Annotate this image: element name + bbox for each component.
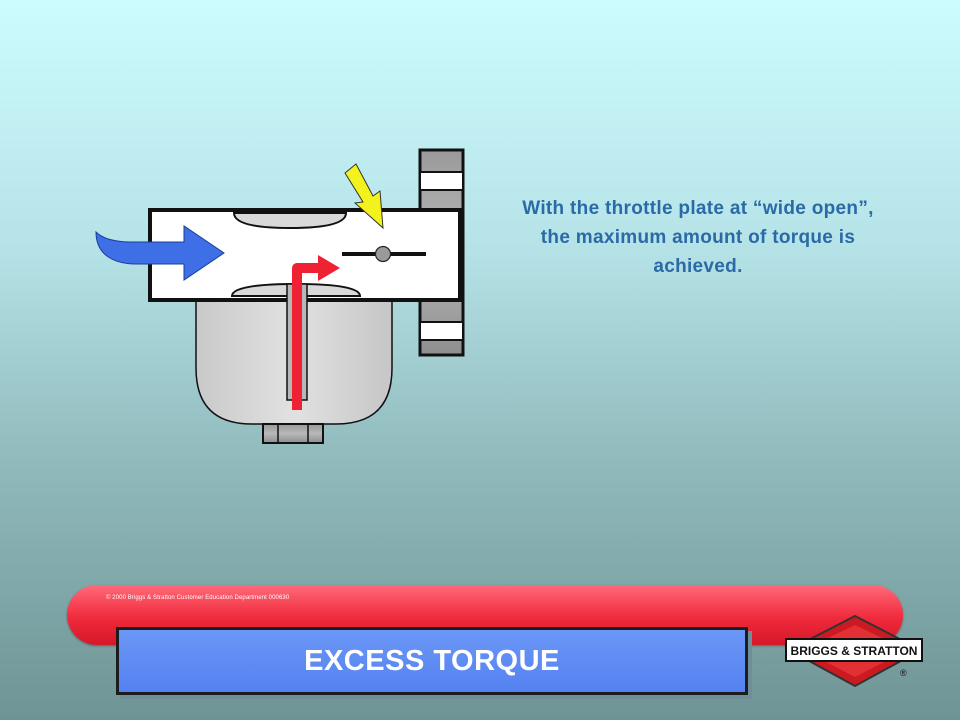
logo-text: BRIGGS & STRATTON [791,644,918,658]
fuel-flow-arrow [292,255,340,410]
logo-registered-mark: ® [900,668,907,678]
bowl-drain-nut [262,423,324,444]
diagram-caption: With the throttle plate at “wide open”, … [522,198,874,277]
throttle-shaft [374,245,392,263]
copyright-text: © 2000 Briggs & Stratton Customer Educat… [106,595,290,601]
slide-title-box: EXCESS TORQUE [116,627,748,695]
carburetor-diagram [95,148,465,444]
briggs-stratton-logo: BRIGGS & STRATTON ® [785,614,924,688]
throttle-plate [342,245,426,263]
venturi-upper [232,212,348,230]
slide-title: EXCESS TORQUE [304,644,560,677]
pointer-arrow [344,163,384,230]
air-flow-arrow [95,225,225,281]
